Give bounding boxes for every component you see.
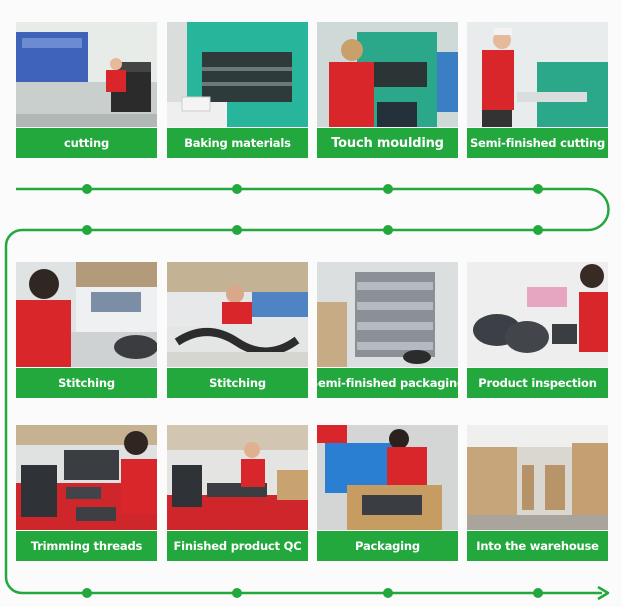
step-label: Semi-finished cutting bbox=[467, 128, 608, 158]
step-card-touch-moulding: Touch moulding bbox=[317, 22, 458, 158]
dot-icon bbox=[232, 184, 242, 194]
dot-icon bbox=[533, 225, 543, 235]
photo-baking-materials bbox=[167, 22, 308, 127]
photo-stitching-2 bbox=[167, 262, 308, 367]
step-card-semi-finished-cutting: Semi-finished cutting bbox=[467, 22, 608, 158]
dot-icon bbox=[383, 184, 393, 194]
photo-trimming-threads bbox=[16, 425, 157, 530]
photo-semi-finished-cutting bbox=[467, 22, 608, 127]
step-label: Stitching bbox=[167, 368, 308, 398]
step-label: Finished product QC bbox=[167, 531, 308, 561]
dot-icon bbox=[383, 588, 393, 598]
flow-nodes bbox=[82, 184, 543, 598]
dot-icon bbox=[533, 588, 543, 598]
dot-icon bbox=[533, 184, 543, 194]
step-label: Trimming threads bbox=[16, 531, 157, 561]
step-card-cutting: cutting bbox=[16, 22, 157, 158]
dot-icon bbox=[232, 588, 242, 598]
dot-icon bbox=[82, 184, 92, 194]
dot-icon bbox=[82, 588, 92, 598]
step-label: Product inspection bbox=[467, 368, 608, 398]
photo-cutting bbox=[16, 22, 157, 127]
step-label: Semi-finished packaging bbox=[310, 368, 465, 398]
dot-icon bbox=[82, 225, 92, 235]
photo-finished-product-qc bbox=[167, 425, 308, 530]
photo-touch-moulding bbox=[317, 22, 458, 127]
step-card-finished-product-qc: Finished product QC bbox=[167, 425, 308, 561]
step-label: Into the warehouse bbox=[467, 531, 608, 561]
dot-icon bbox=[232, 225, 242, 235]
arrow-right-icon bbox=[597, 585, 610, 601]
step-card-product-inspection: Product inspection bbox=[467, 262, 608, 398]
step-card-into-the-warehouse: Into the warehouse bbox=[467, 425, 608, 561]
step-card-stitching-1: Stitching bbox=[16, 262, 157, 398]
step-card-trimming-threads: Trimming threads bbox=[16, 425, 157, 561]
step-card-baking-materials: Baking materials bbox=[167, 22, 308, 158]
photo-into-the-warehouse bbox=[467, 425, 608, 530]
step-label: Packaging bbox=[317, 531, 458, 561]
step-label: Stitching bbox=[16, 368, 157, 398]
step-card-packaging: Packaging bbox=[317, 425, 458, 561]
photo-stitching-1 bbox=[16, 262, 157, 367]
step-label: Baking materials bbox=[167, 128, 308, 158]
step-label: Touch moulding bbox=[317, 128, 458, 158]
dot-icon bbox=[383, 225, 393, 235]
photo-packaging bbox=[317, 425, 458, 530]
step-card-semi-finished-packaging: Semi-finished packaging bbox=[310, 262, 465, 398]
step-label: cutting bbox=[16, 128, 157, 158]
photo-product-inspection bbox=[467, 262, 608, 367]
photo-semi-finished-packaging bbox=[317, 262, 458, 367]
step-card-stitching-2: Stitching bbox=[167, 262, 308, 398]
